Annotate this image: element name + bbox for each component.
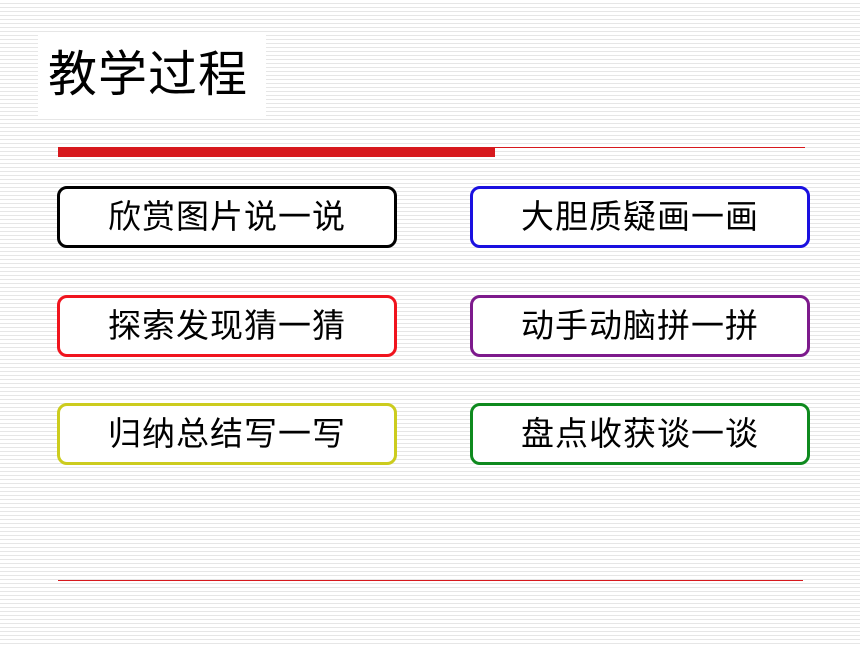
title-underline-thick xyxy=(58,147,495,157)
step-label: 盘点收获谈一谈 xyxy=(521,414,759,453)
step-label: 归纳总结写一写 xyxy=(108,414,346,453)
step-label: 大胆质疑画一画 xyxy=(521,197,759,236)
title-underline-thin xyxy=(495,147,805,148)
step-box-question[interactable]: 大胆质疑画一画 xyxy=(470,186,810,248)
step-box-explore[interactable]: 探索发现猜一猜 xyxy=(57,295,397,357)
step-label: 探索发现猜一猜 xyxy=(108,306,346,345)
title-box: 教学过程 xyxy=(38,33,266,117)
step-label: 欣赏图片说一说 xyxy=(108,197,346,236)
step-box-assemble[interactable]: 动手动脑拼一拼 xyxy=(470,295,810,357)
step-box-summarize[interactable]: 归纳总结写一写 xyxy=(57,403,397,465)
footer-divider xyxy=(58,580,803,581)
slide-title: 教学过程 xyxy=(48,46,249,103)
step-box-reflect[interactable]: 盘点收获谈一谈 xyxy=(470,403,810,465)
step-label: 动手动脑拼一拼 xyxy=(521,306,759,345)
step-box-appreciate[interactable]: 欣赏图片说一说 xyxy=(57,186,397,248)
